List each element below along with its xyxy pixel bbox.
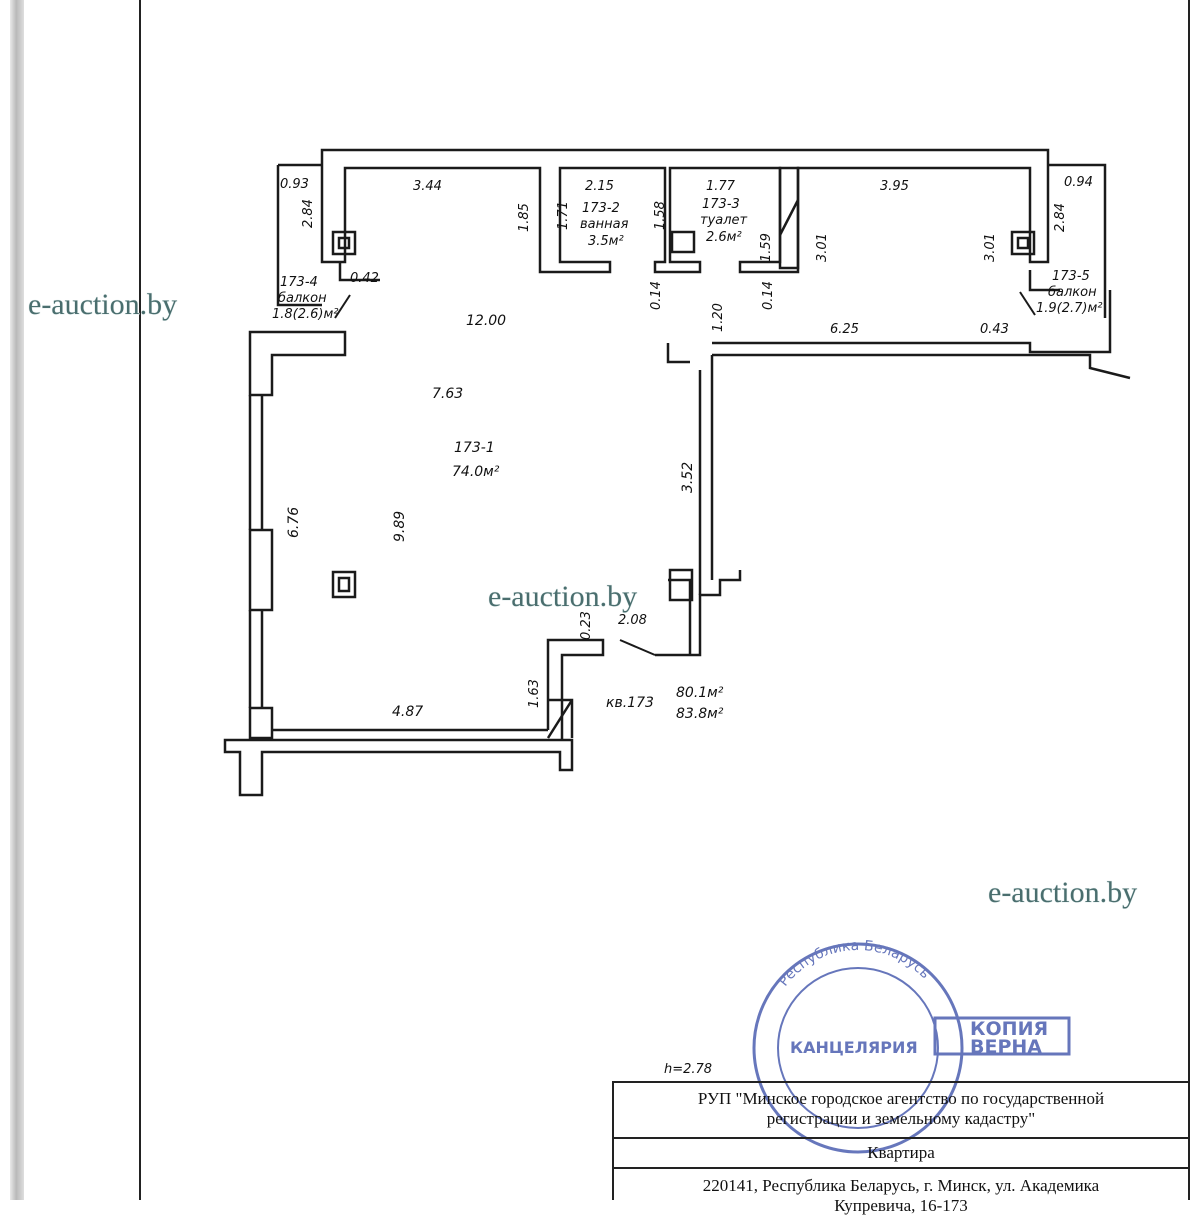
dim-label: 1.63 bbox=[527, 679, 542, 708]
dim-label: 3.44 bbox=[413, 179, 442, 194]
binding-strip bbox=[10, 0, 24, 1200]
total-area-1: 80.1м² bbox=[676, 685, 724, 701]
door-marks bbox=[334, 291, 1036, 656]
org-line-2: регистрации и земельному кадастру" bbox=[766, 1109, 1036, 1128]
title-block-organization: РУП "Минское городское агентство по госу… bbox=[614, 1083, 1188, 1139]
dim-label: 1.20 bbox=[711, 303, 726, 332]
watermark-text: e-auction.by bbox=[988, 876, 1137, 909]
title-block-address: 220141, Республика Беларусь, г. Минск, у… bbox=[614, 1169, 1188, 1216]
org-line-1: РУП "Минское городское агентство по госу… bbox=[697, 1089, 1105, 1108]
address-line-1: 220141, Республика Беларусь, г. Минск, у… bbox=[702, 1176, 1100, 1195]
dim-label: 0.43 bbox=[980, 322, 1009, 337]
dim-label: 2.08 bbox=[618, 613, 647, 628]
dim-label: 1.71 bbox=[556, 201, 571, 230]
dim-label: 3.01 bbox=[815, 233, 830, 262]
stamp-copy-line1: КОПИЯ bbox=[970, 1018, 1048, 1040]
dim-label: 6.25 bbox=[830, 322, 859, 337]
room-173-3-id: 173-3 bbox=[702, 197, 740, 212]
room-173-5-id: 173-5 bbox=[1052, 269, 1090, 284]
dimension-labels: 0.93 2.84 3.44 1.85 1.71 2.15 1.58 1.77 … bbox=[280, 175, 1093, 720]
watermark-text: e-auction.by bbox=[28, 288, 177, 321]
frame-left-border bbox=[139, 0, 141, 1200]
room-173-5-area: 1.9(2.7)м² bbox=[1036, 301, 1103, 316]
dim-label: 1.59 bbox=[759, 233, 774, 262]
dim-label: 0.94 bbox=[1064, 175, 1093, 190]
room-173-1-id: 173-1 bbox=[454, 440, 495, 456]
dim-label: 1.77 bbox=[706, 179, 736, 194]
dim-label: 12.00 bbox=[466, 313, 506, 329]
watermarks: e-auction.by e-auction.by e-auction.by bbox=[28, 288, 1138, 910]
room-173-3-name: туалет bbox=[700, 213, 748, 228]
dim-label: 3.95 bbox=[880, 179, 909, 194]
room-173-2-id: 173-2 bbox=[582, 201, 620, 216]
walls bbox=[223, 148, 1131, 797]
room-173-4-area: 1.8(2.6)м² bbox=[272, 307, 339, 322]
room-173-4-id: 173-4 bbox=[280, 275, 318, 290]
room-173-5-name: балкон bbox=[1048, 285, 1097, 300]
apartment-label: кв.173 bbox=[606, 695, 654, 711]
dim-label: 0.14 bbox=[761, 281, 776, 310]
room-173-3-area: 2.6м² bbox=[706, 230, 742, 245]
dim-label: 9.89 bbox=[392, 511, 408, 542]
stamp-copy-line2: ВЕРНА bbox=[970, 1036, 1042, 1058]
room-173-2-area: 3.5м² bbox=[588, 234, 624, 249]
dim-label: 4.87 bbox=[392, 704, 423, 720]
dim-label: 0.42 bbox=[350, 271, 379, 286]
dim-label: 1.58 bbox=[653, 201, 668, 230]
dim-label: 7.63 bbox=[432, 386, 463, 402]
dim-label: 2.84 bbox=[1053, 203, 1068, 232]
stamp-ring-text: Республика Беларусь bbox=[776, 938, 933, 990]
dim-label: 3.01 bbox=[983, 233, 998, 262]
dim-label: 6.76 bbox=[286, 507, 302, 538]
stamp-center-text: КАНЦЕЛЯРИЯ bbox=[790, 1038, 918, 1057]
room-173-1-area: 74.0м² bbox=[452, 464, 500, 480]
dim-label: 2.84 bbox=[301, 199, 316, 228]
dim-label: 1.85 bbox=[517, 203, 532, 232]
ceiling-height: h=2.78 bbox=[664, 1062, 712, 1077]
room-173-4-name: балкон bbox=[278, 291, 327, 306]
dim-label: 3.52 bbox=[680, 462, 696, 493]
dim-label: 0.14 bbox=[649, 281, 664, 310]
dim-label: 0.93 bbox=[280, 177, 309, 192]
address-line-2: Купревича, 16-173 bbox=[834, 1196, 968, 1215]
watermark-text: e-auction.by bbox=[488, 580, 637, 613]
dim-label: 0.23 bbox=[579, 611, 594, 640]
room-173-2-name: ванная bbox=[580, 217, 629, 232]
object-type: Квартира bbox=[614, 1139, 1188, 1169]
title-block: РУП "Минское городское агентство по госу… bbox=[612, 1081, 1188, 1215]
frame-right-border bbox=[1188, 0, 1190, 1200]
room-labels: 173-1 74.0м² 173-2 ванная 3.5м² 173-3 ту… bbox=[272, 197, 1103, 1077]
dim-label: 2.15 bbox=[585, 179, 614, 194]
total-area-2: 83.8м² bbox=[676, 706, 724, 722]
